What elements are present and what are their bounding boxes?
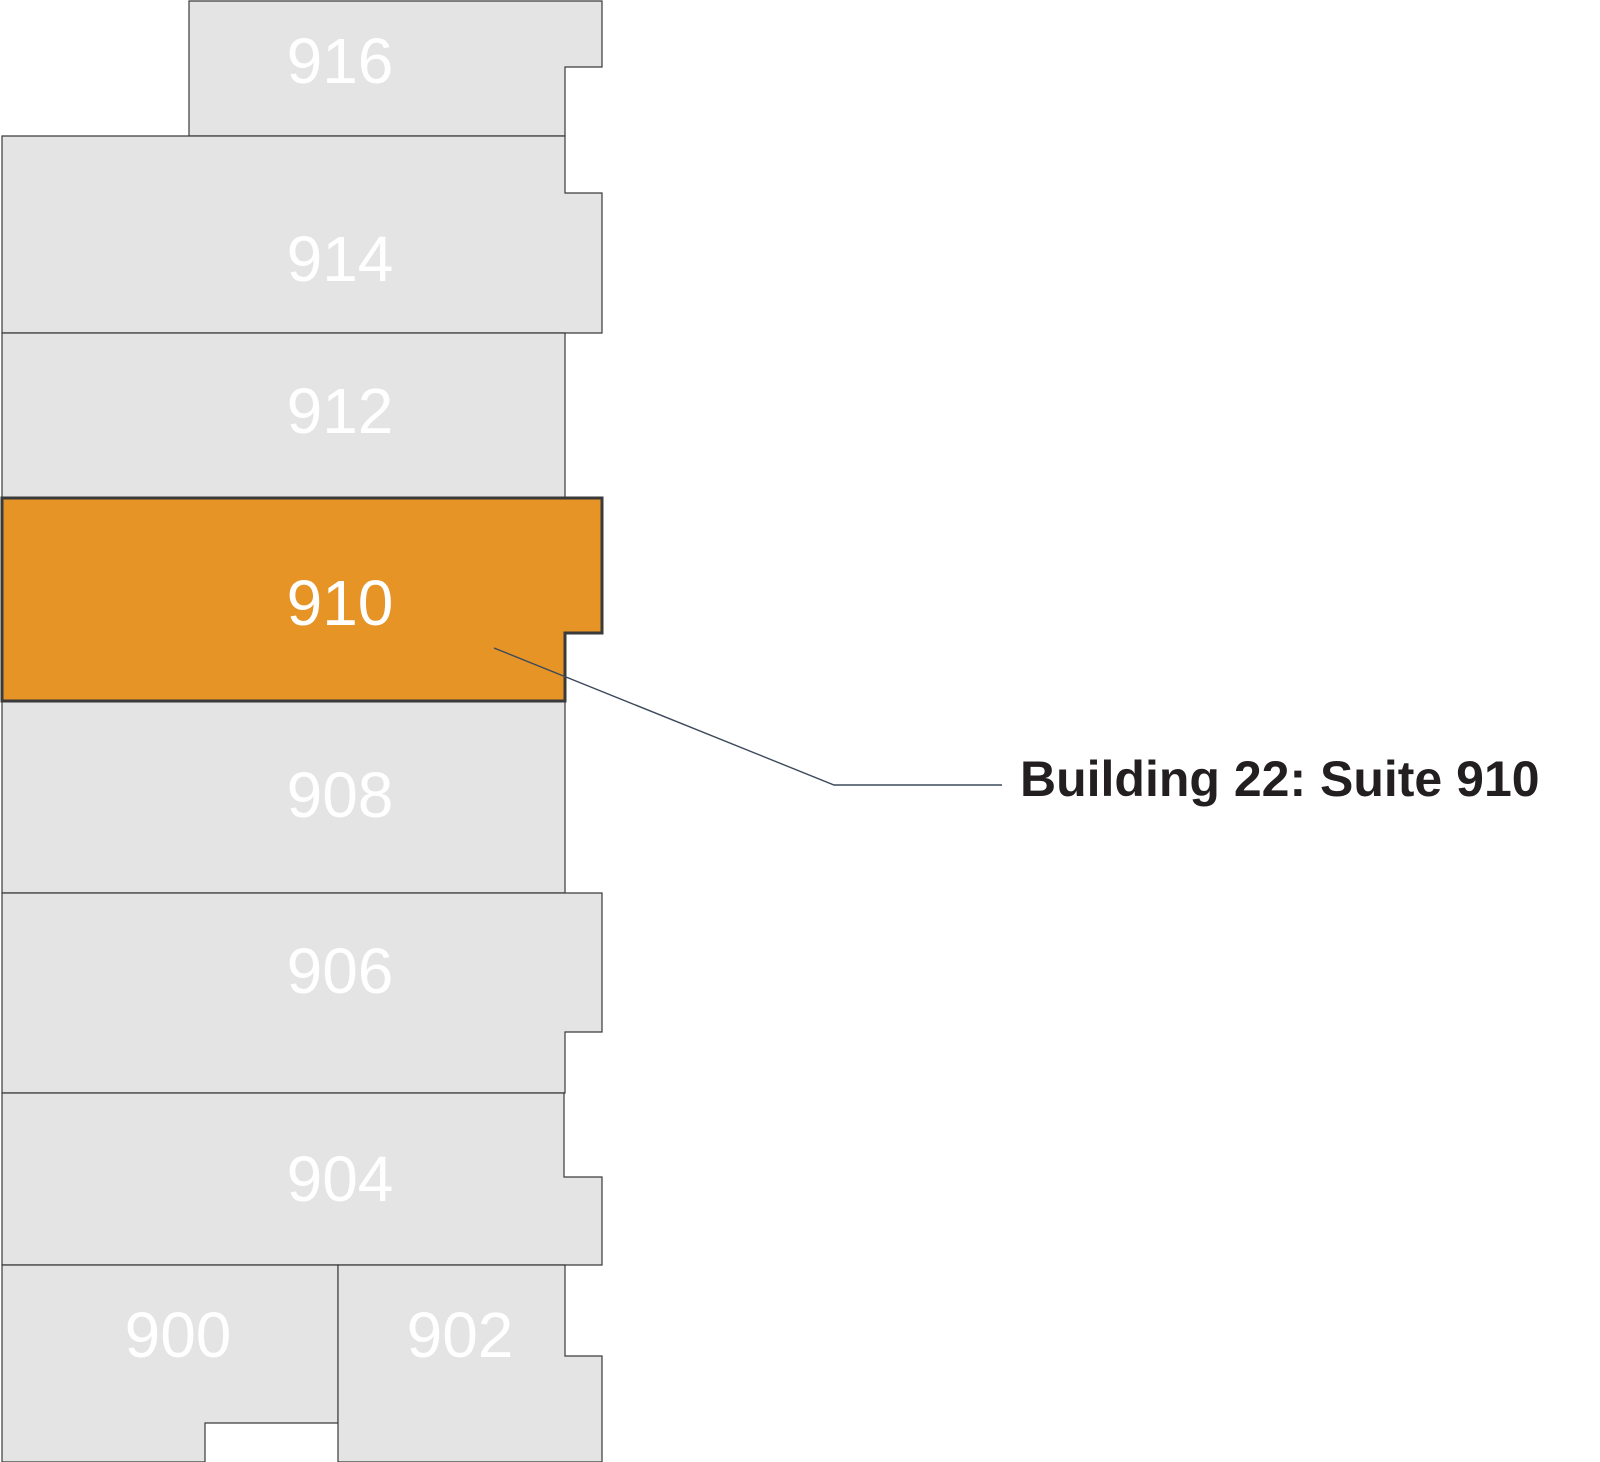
suite-910[interactable]: 910 xyxy=(0,496,604,703)
suite-906-label: 906 xyxy=(287,935,394,1007)
suite-910-label: 910 xyxy=(287,567,394,639)
suite-902-shape[interactable] xyxy=(337,1264,603,1462)
suite-910-shape[interactable] xyxy=(0,496,604,703)
suite-916-shape[interactable] xyxy=(188,0,603,137)
callout-label: Building 22: Suite 910 xyxy=(1020,751,1540,807)
suite-908[interactable]: 908 xyxy=(1,700,566,894)
suite-904[interactable]: 904 xyxy=(1,1092,603,1266)
suite-908-label: 908 xyxy=(287,759,394,831)
suite-904-label: 904 xyxy=(287,1143,394,1215)
suite-912[interactable]: 912 xyxy=(1,332,566,499)
callout-leader-line xyxy=(493,647,1002,786)
suite-902[interactable]: 902 xyxy=(337,1264,603,1462)
suite-912-shape[interactable] xyxy=(1,332,566,499)
callout: Building 22: Suite 910 xyxy=(493,647,1540,807)
suite-914[interactable]: 914 xyxy=(1,135,603,334)
suite-916[interactable]: 916 xyxy=(188,0,603,137)
suite-916-label: 916 xyxy=(287,25,394,97)
suite-912-label: 912 xyxy=(287,375,394,447)
suite-900-label: 900 xyxy=(125,1299,232,1371)
suite-914-label: 914 xyxy=(287,223,394,295)
suite-906[interactable]: 906 xyxy=(1,892,603,1094)
suite-900[interactable]: 900 xyxy=(1,1264,339,1462)
suite-908-shape[interactable] xyxy=(1,700,566,894)
suite-902-label: 902 xyxy=(407,1299,514,1371)
